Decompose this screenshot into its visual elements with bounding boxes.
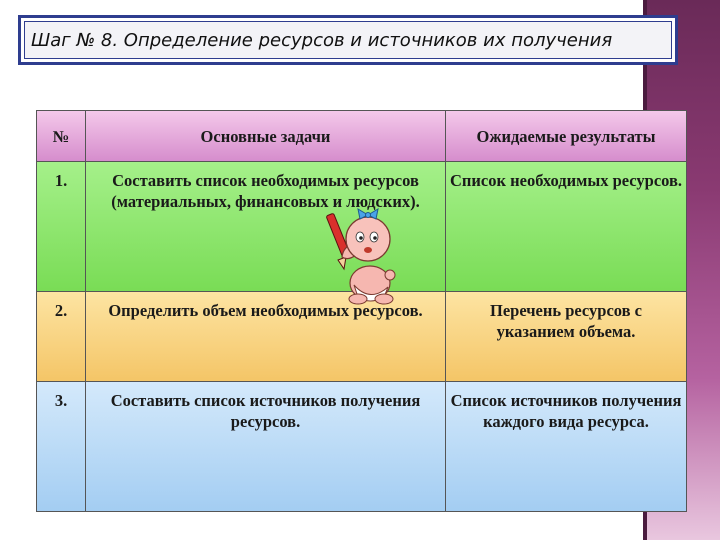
table-row: 2. Определить объем необходимых ресурсов… [36,291,687,382]
row-task: Составить список источников получения ре… [85,381,446,512]
row-result: Список необходимых ресурсов. [445,161,687,292]
table-row: 3. Составить список источников получения… [36,381,687,512]
row-task: Определить объем необходимых ресурсов. [85,291,446,382]
page-title: Шаг № 8. Определение ресурсов и источник… [31,29,613,51]
row-result: Список источников получения каждого вида… [445,381,687,512]
row-number: 3. [36,381,86,512]
tasks-table: № Основные задачи Ожидаемые результаты 1… [36,110,687,512]
title-inner: Шаг № 8. Определение ресурсов и источник… [24,21,672,59]
header-tasks: Основные задачи [85,110,446,162]
table-header-row: № Основные задачи Ожидаемые результаты [36,110,687,162]
pencil-icon [326,213,351,271]
row-result: Перечень ресурсов с указанием объема. [445,291,687,382]
row-number: 2. [36,291,86,382]
header-results: Ожидаемые результаты [445,110,687,162]
title-box: Шаг № 8. Определение ресурсов и источник… [18,15,678,65]
header-number: № [36,110,86,162]
row-number: 1. [36,161,86,292]
baby-with-pencil-icon [326,207,396,305]
